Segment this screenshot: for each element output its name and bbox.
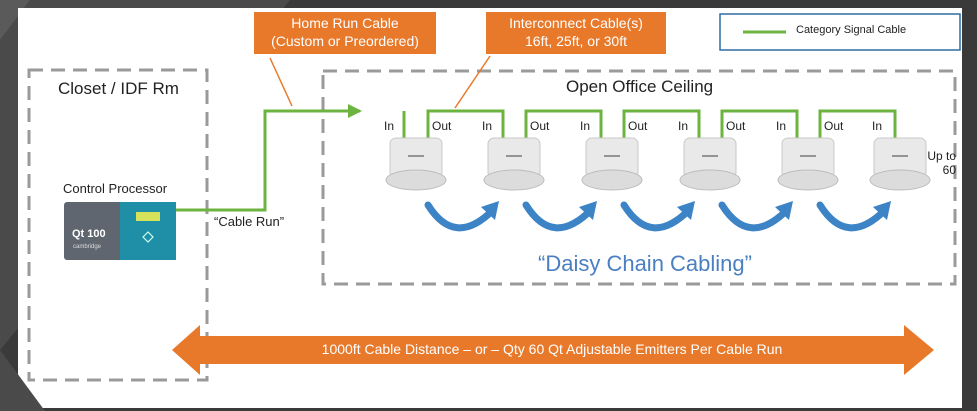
legend-label: Category Signal Cable [796,24,907,36]
curved-arrow-icon [718,201,791,232]
daisy-chain-arrowheads [481,201,891,220]
interconnect-callout: Interconnect Cable(s) 16ft, 25ft, or 30f… [486,12,666,54]
emitter-1 [385,137,447,191]
port-in-3: In [580,119,591,133]
cable-run-label: “Cable Run” [214,214,285,229]
last-emitter-count: Up to 60 [922,149,956,177]
emitter-4 [679,137,741,191]
emitter-5 [777,137,839,191]
office-zone-title: Open Office Ceiling [566,77,714,96]
port-out-5: Out [824,119,844,133]
home-run-callout-line1: Home Run Cable [291,15,399,31]
emitter-3 [581,137,643,191]
home-run-callout-line2: (Custom or Preordered) [271,33,419,49]
port-out-3: Out [628,119,648,133]
emitter-2 [483,137,545,191]
port-in-5: In [776,119,787,133]
port-out-1: Out [432,119,452,133]
processor-brand-logo: cambridge [73,244,102,250]
curved-arrow-icon [522,201,595,232]
port-in-1: In [384,119,395,133]
office-zone-box [321,69,957,286]
daisy-chain-label: “Daisy Chain Cabling” [538,251,752,276]
port-out-2: Out [530,119,550,133]
background-stripe-bottom [0,350,45,411]
interconnect-pointer [454,55,491,109]
home-run-callout: Home Run Cable (Custom or Preordered) [254,12,436,54]
interconnect-callout-line2: 16ft, 25ft, or 30ft [525,33,627,49]
curved-arrow-icon [620,201,693,232]
emitters [385,137,931,191]
curved-arrow-icon [816,201,889,232]
home-run-arrowhead [348,104,362,118]
port-out-4: Out [726,119,746,133]
interconnect-cables [402,109,897,150]
closet-zone-title: Closet / IDF Rm [58,79,179,98]
processor-title: Control Processor [63,181,168,196]
distance-bar-arrow [172,325,934,375]
last-emitter-line1: Up to [927,149,956,163]
daisy-chain-arrows [424,201,889,232]
distance-bar-label: 1000ft Cable Distance – or – Qty 60 Qt A… [321,341,783,357]
interconnect-callout-line1: Interconnect Cable(s) [509,15,643,31]
port-in-2: In [482,119,493,133]
home-run-cable [174,109,360,212]
port-in-4: In [678,119,689,133]
port-in-6: In [872,119,883,133]
emitter-6 [869,137,931,191]
home-run-pointer [269,57,293,107]
closet-zone-box [27,68,209,382]
last-emitter-line2: 60 [942,163,956,177]
curved-arrow-icon [424,201,497,232]
legend-box [719,13,961,51]
processor-model: Qt 100 [72,228,106,240]
control-processor-device [64,202,176,260]
